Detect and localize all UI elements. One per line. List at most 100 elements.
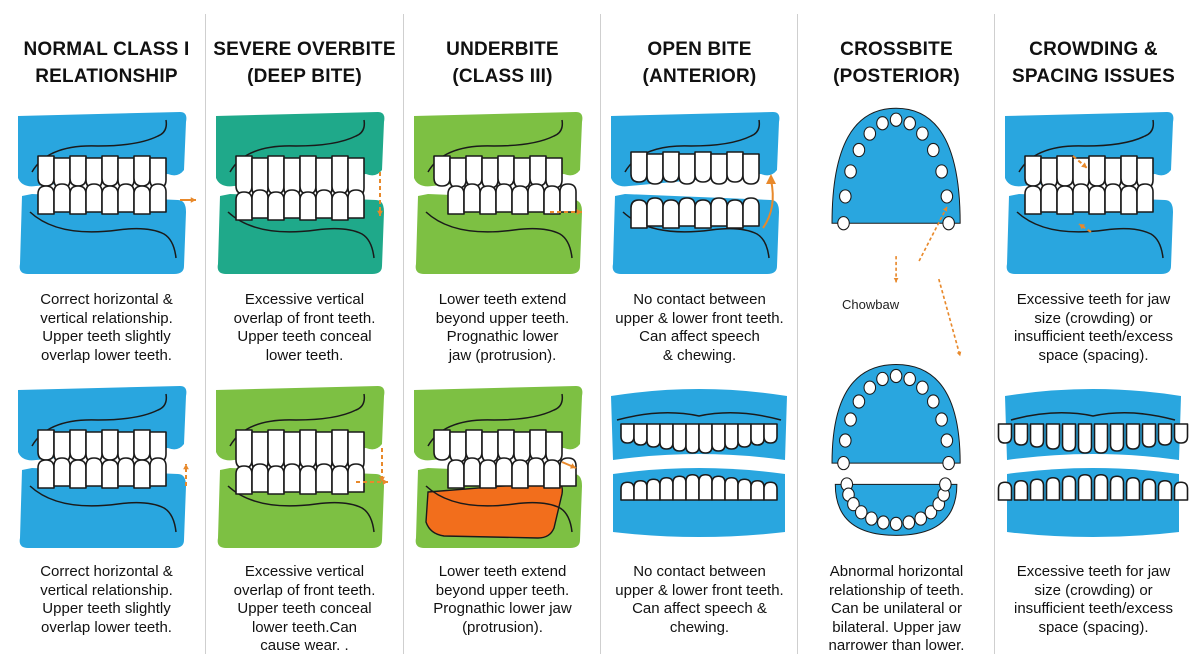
upper-tooth	[737, 423, 752, 448]
column-title: SEVERE OVERBITE (DEEP BITE)	[213, 39, 396, 87]
gum-outline	[425, 485, 573, 533]
upper-tooth	[662, 151, 680, 183]
lower-tooth	[463, 457, 481, 487]
upper-tooth	[694, 151, 712, 183]
arch-tooth	[837, 216, 850, 231]
lower-tooth	[559, 183, 577, 213]
lower-tooth	[117, 183, 135, 213]
upper-tooth	[672, 423, 687, 452]
lower-tooth	[1136, 183, 1154, 213]
side-jaw-illustration	[216, 386, 388, 548]
lower-tooth	[267, 191, 285, 221]
arrow-head	[570, 463, 576, 469]
upper-tooth	[726, 151, 744, 183]
lower-tooth	[1013, 479, 1029, 501]
arch-tooth	[935, 164, 948, 179]
lower-tooth	[763, 481, 778, 501]
upper-tooth	[724, 423, 739, 450]
lower-tooth	[133, 459, 151, 489]
lower-tooth	[633, 479, 648, 501]
upper-tooth	[497, 429, 515, 461]
arch-tooth	[889, 368, 903, 384]
lower-tooth	[710, 197, 728, 227]
lower-tooth	[495, 457, 513, 487]
lower-tooth	[53, 457, 71, 487]
arch-tooth	[942, 455, 955, 471]
lower-tooth	[659, 476, 674, 501]
side-jaw-illustration	[611, 112, 780, 274]
gum-outline	[29, 211, 177, 259]
upper-tooth	[1173, 423, 1189, 444]
lower-tooth	[463, 183, 481, 213]
upper-tooth	[742, 153, 760, 185]
lower-tooth	[69, 459, 87, 489]
lower-tooth	[1120, 185, 1138, 215]
arch-tooth	[852, 142, 866, 158]
column-title: NORMAL CLASS I RELATIONSHIP	[23, 39, 190, 87]
lower-tooth	[1173, 481, 1189, 501]
lower-tooth	[101, 459, 119, 489]
upper-tooth	[331, 155, 349, 195]
crossbite-label: Chowbaw	[842, 297, 900, 312]
lower-tooth	[299, 191, 317, 221]
lower-tooth	[85, 457, 103, 487]
lower-tooth	[1157, 479, 1173, 501]
arch-tooth	[854, 505, 868, 520]
lower-tooth	[1056, 185, 1074, 215]
upper-tooth	[513, 431, 531, 463]
upper-tooth	[710, 153, 728, 185]
arch-tooth	[844, 412, 857, 427]
crowding-arrow	[1078, 223, 1092, 233]
upper-tooth	[465, 155, 483, 187]
upper-tooth	[1029, 423, 1045, 448]
top-description: Correct horizontal &vertical relationshi…	[40, 291, 173, 364]
gum-outline	[616, 412, 782, 421]
column-crossbite: CROSSBITE (POSTERIOR) Abnormal horizonta…	[798, 0, 995, 669]
lower-tooth	[711, 475, 726, 501]
lower-tooth	[1072, 183, 1090, 213]
lower-tooth	[742, 197, 760, 227]
front-jaw-illustration	[997, 389, 1189, 537]
upper-tooth	[133, 429, 151, 461]
arch-tooth	[924, 505, 938, 520]
upper-tooth	[1109, 423, 1125, 452]
gum-outline	[227, 485, 375, 533]
column-crowding-spacing: CROWDING & SPACING ISSUES Excessive teet…	[995, 0, 1192, 669]
lower-tooth	[251, 189, 269, 219]
column-title: CROSSBITE (POSTERIOR)	[833, 39, 960, 87]
arch-tooth	[926, 142, 940, 158]
arch-tooth	[940, 189, 954, 204]
arch-tooth	[889, 516, 903, 531]
arch-tooth	[916, 380, 929, 395]
arch-tooth	[876, 371, 889, 387]
upper-tooth	[1024, 155, 1042, 187]
lower-tooth	[694, 199, 712, 229]
upper-tooth	[630, 151, 648, 183]
lower-tooth	[527, 183, 545, 213]
lower-tooth	[347, 189, 365, 219]
lower-tooth	[331, 465, 349, 495]
arch-tooth	[942, 216, 955, 231]
lower-tooth	[750, 479, 765, 501]
lower-tooth	[698, 473, 713, 501]
column-normal-class-i: NORMAL CLASS I RELATIONSHIP Correct hori…	[8, 0, 205, 669]
lower-tooth	[737, 478, 752, 501]
upper-tooth	[449, 431, 467, 463]
lower-tooth	[149, 457, 167, 487]
gum-outline	[229, 393, 366, 447]
upper-tooth	[633, 423, 648, 446]
upper-tooth	[235, 155, 253, 195]
upper-tooth	[1157, 423, 1173, 446]
side-jaw-illustration	[414, 112, 583, 274]
lower-tooth	[543, 185, 561, 215]
column-divider	[205, 14, 206, 654]
upper-tooth	[267, 429, 285, 469]
arrow-head	[1081, 162, 1087, 168]
upper-tooth	[299, 429, 317, 469]
lower-tooth	[685, 473, 700, 501]
